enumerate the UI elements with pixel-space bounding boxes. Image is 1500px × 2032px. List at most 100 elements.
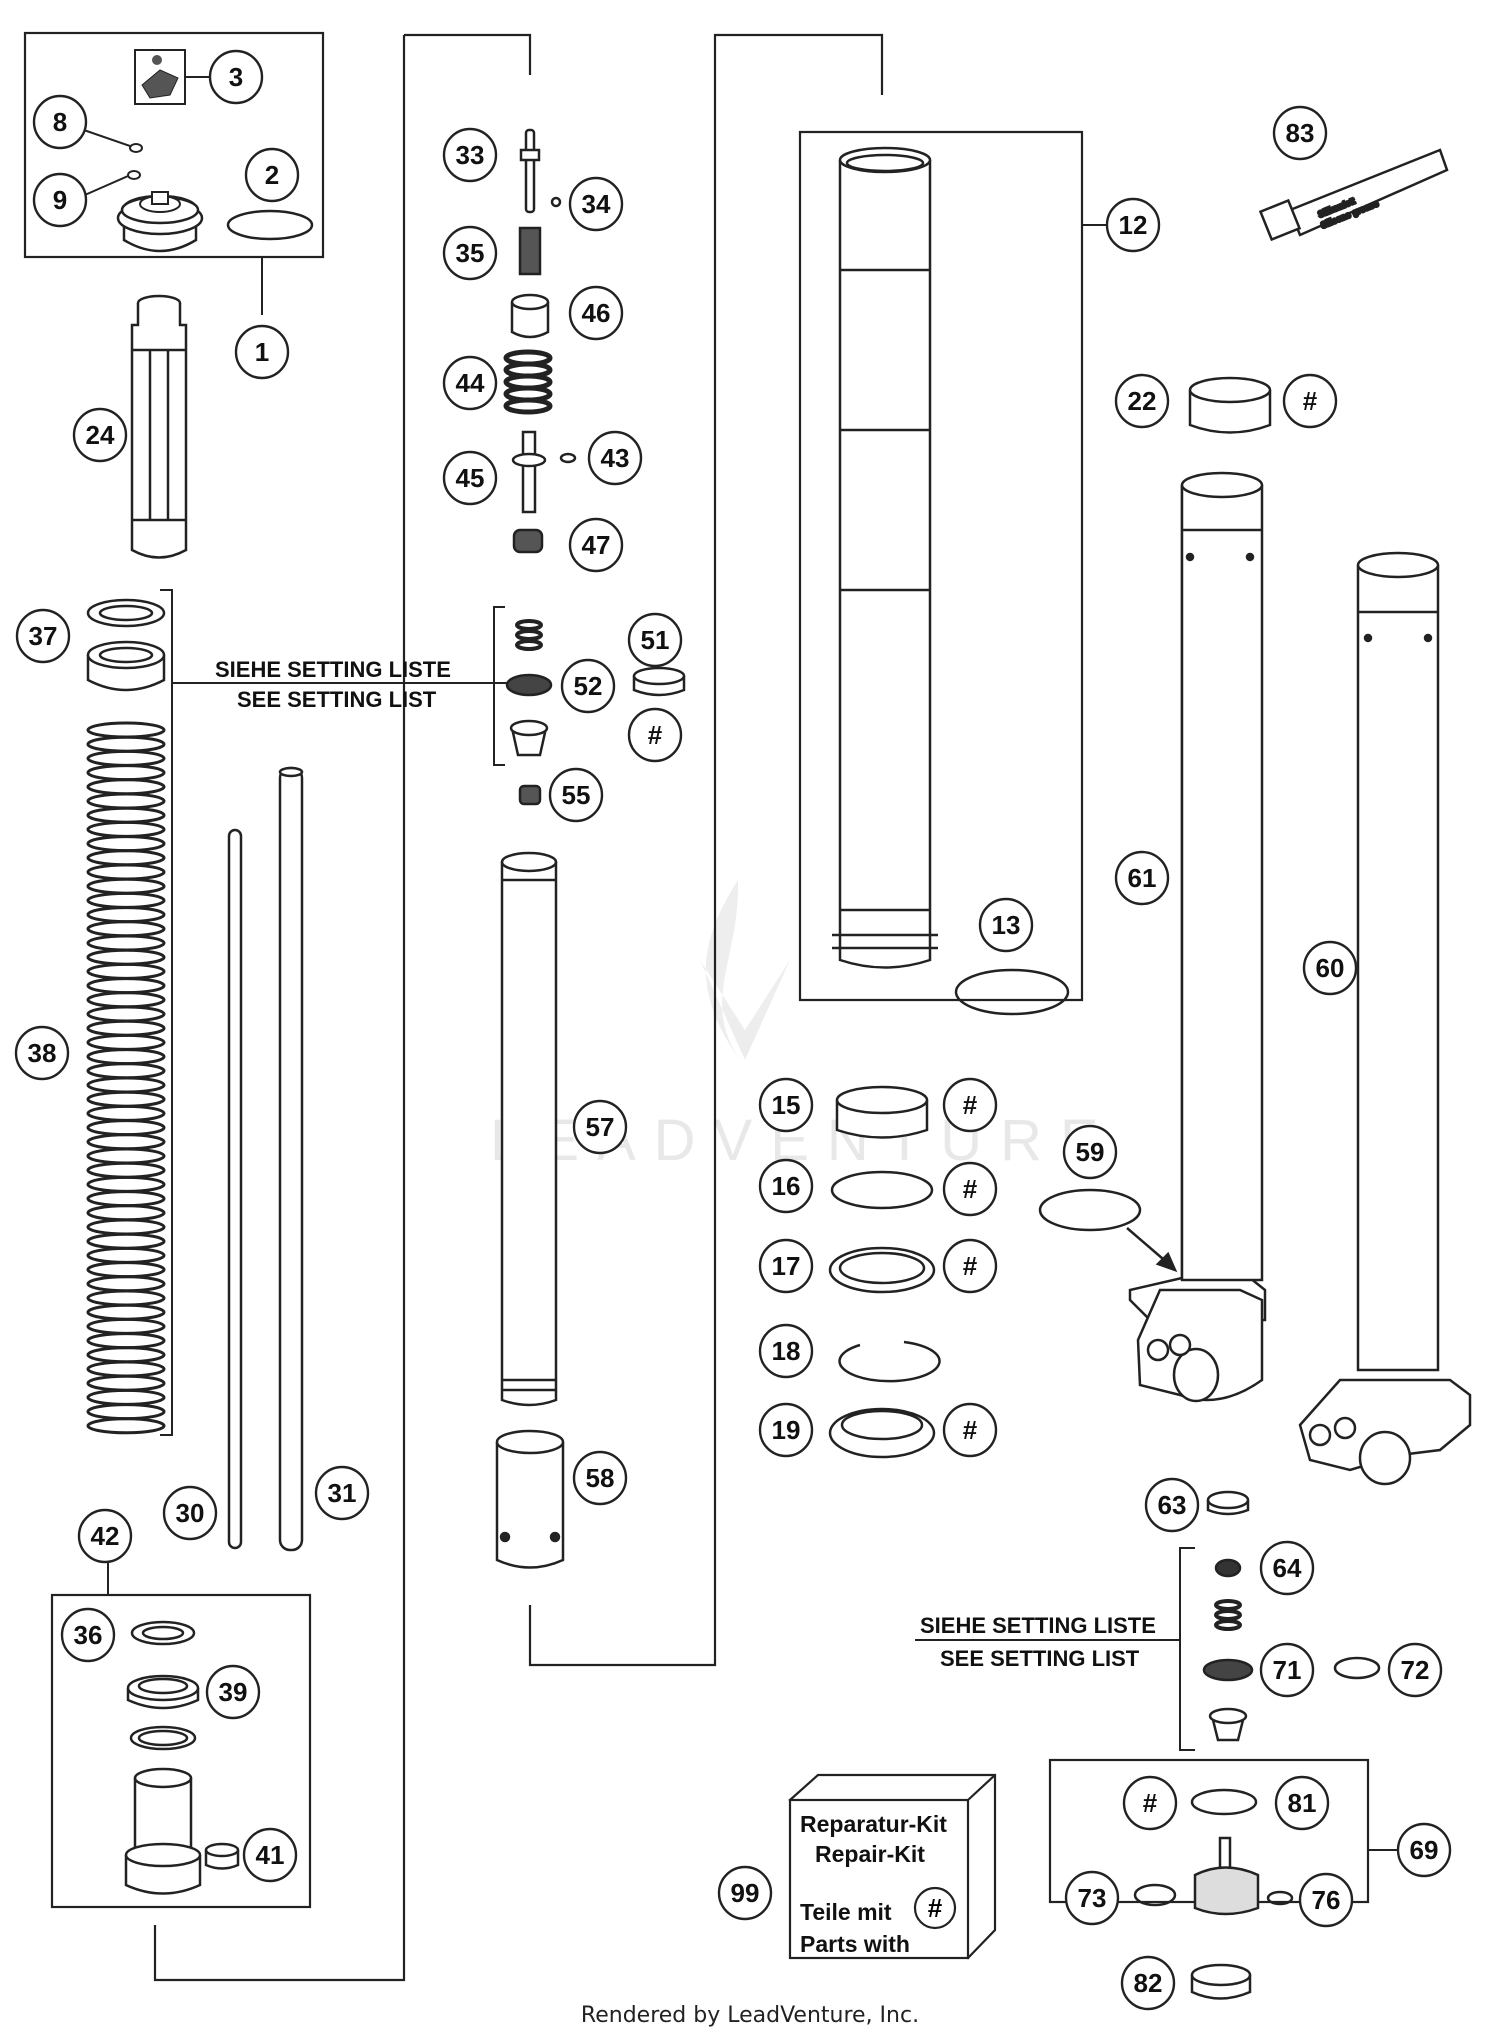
callout-16: 16: [758, 1158, 814, 1214]
callout-hash-7: #: [1122, 1775, 1178, 1831]
callout-46-number: 46: [582, 298, 611, 328]
callout-31: 31: [314, 1465, 370, 1521]
middle-valve-parts: [503, 128, 686, 806]
callout-hash-5: #: [942, 1238, 998, 1294]
setting-bracket-left: [160, 589, 520, 1436]
callout-9: 9: [32, 172, 88, 228]
callout-22: 22: [1114, 373, 1170, 429]
callout-15: 15: [758, 1077, 814, 1133]
callout-60: 60: [1302, 940, 1358, 996]
setting-bracket-right: [915, 1547, 1195, 1751]
callout-44: 44: [442, 355, 498, 411]
routing-lines: [153, 33, 884, 1982]
callout-36: 36: [60, 1607, 116, 1663]
spring-coil: [86, 1360, 166, 1378]
callout-13-circle: [978, 897, 1034, 953]
callout-76-number: 76: [1312, 1885, 1341, 1915]
callout-hash-3: #: [942, 1077, 998, 1133]
callout-hash-4: #: [942, 1161, 998, 1217]
callout-41: 41: [242, 1827, 298, 1883]
spring-coil: [86, 1317, 166, 1335]
fork-cap-drawing: [116, 191, 204, 253]
callout-58-circle: [572, 1450, 628, 1506]
callout-64-circle: [1259, 1540, 1315, 1596]
spring-coil: [86, 1090, 166, 1108]
callout-61-circle: [1114, 850, 1170, 906]
callout-hash-6-number: #: [963, 1415, 978, 1445]
callout-72-number: 72: [1401, 1655, 1430, 1685]
callout-59-number: 59: [1076, 1137, 1105, 1167]
callout-52-number: 52: [574, 671, 603, 701]
spring-coil: [86, 962, 166, 980]
part-60-fork-leg: [1298, 551, 1472, 1486]
callout-12: 12: [1105, 197, 1161, 253]
callout-83-number: 83: [1286, 118, 1315, 148]
callout-52: 52: [560, 658, 616, 714]
callout-69-number: 69: [1410, 1835, 1439, 1865]
spring-coil: [86, 934, 166, 952]
spring-coil: [86, 1246, 166, 1264]
callout-57-circle: [572, 1099, 628, 1155]
callout-hash-6: #: [942, 1402, 998, 1458]
callout-12-circle: [1105, 197, 1161, 253]
callout-42-circle: [77, 1508, 133, 1564]
callout-18-circle: [758, 1323, 814, 1379]
footer-credit: Rendered by LeadVenture, Inc.: [581, 2003, 919, 2028]
spring-coil: [86, 1019, 166, 1037]
group-69-assembly: [1048, 1758, 1398, 1916]
setting-note-en-left: SEE SETTING LIST: [237, 687, 437, 712]
callout-35-circle: [442, 225, 498, 281]
callout-15-number: 15: [772, 1090, 801, 1120]
callout-24: 24: [72, 407, 128, 463]
spring-coil: [86, 778, 166, 796]
callout-13: 13: [978, 897, 1034, 953]
setting-note-de-right: SIEHE SETTING LISTE: [920, 1613, 1156, 1638]
callout-1-number: 1: [255, 337, 269, 367]
cap-assembly-group: [23, 31, 325, 315]
callout-3: 3: [208, 49, 264, 105]
part-8-9-small-parts: [77, 127, 143, 199]
callout-17: 17: [758, 1238, 814, 1294]
callout-hash-5-circle: [942, 1238, 998, 1294]
callout-37: 37: [15, 608, 71, 664]
callout-64-number: 64: [1273, 1553, 1302, 1583]
callout-22-number: 22: [1128, 386, 1157, 416]
spring-coil: [86, 721, 166, 739]
callout-73-circle: [1064, 1870, 1120, 1926]
callout-9-circle: [32, 172, 88, 228]
callout-30-circle: [162, 1485, 218, 1541]
callout-59: 59: [1062, 1124, 1118, 1180]
part-58-sleeve: [495, 1429, 565, 1569]
spring-coil: [86, 1119, 166, 1137]
spring-coil: [86, 1303, 166, 1321]
callout-13-number: 13: [992, 910, 1021, 940]
callout-17-circle: [758, 1238, 814, 1294]
callout-81-number: 81: [1288, 1788, 1317, 1818]
callout-47: 47: [568, 517, 624, 573]
callout-55: 55: [548, 767, 604, 823]
callout-37-number: 37: [29, 621, 58, 651]
callout-38: 38: [14, 1025, 70, 1081]
callout-36-number: 36: [74, 1620, 103, 1650]
spring-coil: [86, 991, 166, 1009]
callout-34: 34: [568, 176, 624, 232]
spring-coil: [86, 1161, 166, 1179]
callout-60-circle: [1302, 940, 1358, 996]
callout-72-circle: [1387, 1642, 1443, 1698]
callout-19-number: 19: [772, 1415, 801, 1445]
callout-71-number: 71: [1273, 1655, 1302, 1685]
spring-coil: [86, 1048, 166, 1066]
part-12-outer-tube-group: [798, 130, 1114, 1016]
spring-coil: [86, 877, 166, 895]
callout-hash-3-circle: [942, 1077, 998, 1133]
callout-2-number: 2: [265, 160, 279, 190]
callout-8-circle: [32, 94, 88, 150]
part-38-fork-spring: [86, 721, 166, 1435]
callout-41-number: 41: [256, 1840, 285, 1870]
callout-34-circle: [568, 176, 624, 232]
spring-coil: [86, 735, 166, 753]
callout-1-circle: [234, 324, 290, 380]
callout-2-circle: [244, 147, 300, 203]
callout-labels: 3892124373830314236394133343546444345475…: [14, 49, 1452, 2011]
callout-hash-1-circle: [1282, 373, 1338, 429]
